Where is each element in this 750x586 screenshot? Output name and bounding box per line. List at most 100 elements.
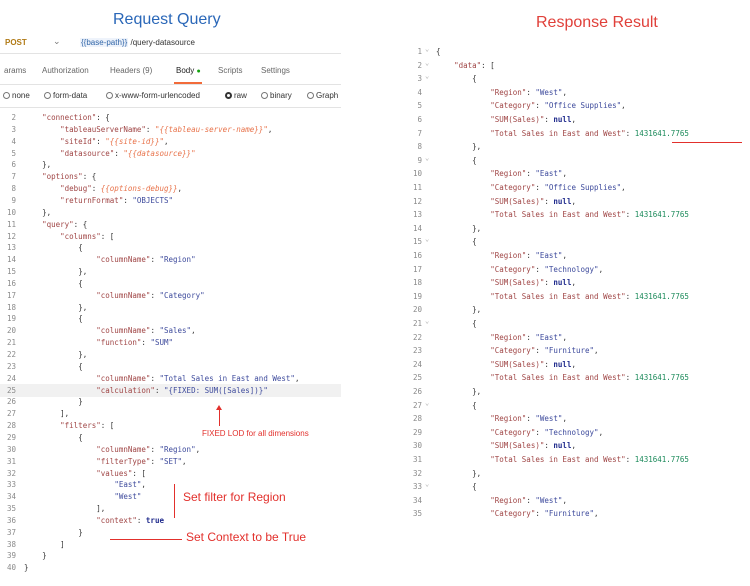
tab-settings[interactable]: Settings xyxy=(261,66,290,75)
radio-none[interactable]: none xyxy=(3,91,30,100)
tab-scripts[interactable]: Scripts xyxy=(218,66,243,75)
code-line: 17 "columnName": "Category" xyxy=(0,289,341,303)
url-input[interactable]: {{base-path}} /query-datasource xyxy=(80,38,195,47)
code-text: ] xyxy=(24,538,65,552)
fold-chevron-icon[interactable]: ⌄ xyxy=(425,58,430,67)
code-token: "SET" xyxy=(159,456,183,466)
radio-binary[interactable]: binary xyxy=(261,91,292,100)
code-token: }, xyxy=(472,468,482,478)
code-token: : xyxy=(535,264,545,274)
code-token: 1431641.7765 xyxy=(634,373,689,383)
radio-urlencoded[interactable]: x-www-form-urlencoded xyxy=(106,91,200,100)
fold-chevron-icon[interactable]: ⌄ xyxy=(425,153,430,162)
line-number: 35 xyxy=(6,504,16,514)
code-text: }, xyxy=(436,385,481,399)
line-number: 4 xyxy=(417,87,422,97)
result-underline xyxy=(672,142,742,143)
fold-chevron-icon[interactable]: ⌄ xyxy=(425,398,430,407)
code-text: }, xyxy=(24,265,87,279)
line-number: 4 xyxy=(11,136,16,146)
code-line: 4 "siteId": "{{site-id}}", xyxy=(0,135,341,149)
code-token: { xyxy=(472,237,477,247)
code-line: 40} xyxy=(0,561,341,575)
line-number: 30 xyxy=(6,444,16,454)
code-token: null xyxy=(553,278,572,288)
code-text: } xyxy=(24,526,83,540)
code-text: "Category": "Technology", xyxy=(436,426,603,440)
code-text: "columns": [ xyxy=(24,230,114,244)
divider xyxy=(0,107,341,108)
code-text: { xyxy=(436,317,477,331)
fold-chevron-icon[interactable]: ⌄ xyxy=(425,480,430,489)
code-text: "SUM(Sales)": null, xyxy=(436,439,576,453)
line-number: 18 xyxy=(412,278,422,288)
tab-authorization[interactable]: Authorization xyxy=(42,66,89,75)
code-token xyxy=(24,516,96,525)
radio-label: raw xyxy=(234,91,247,100)
code-token: "East" xyxy=(535,169,563,179)
line-number: 16 xyxy=(412,251,422,260)
code-line: 32 "values": [ xyxy=(0,467,341,481)
code-token xyxy=(436,237,472,246)
line-number: 38 xyxy=(6,539,16,549)
code-token: { xyxy=(472,155,477,165)
code-line: 20 }, xyxy=(410,303,750,317)
code-token: , xyxy=(598,427,604,437)
code-token: "Category" xyxy=(490,183,536,192)
line-number: 23 xyxy=(412,346,422,356)
request-body-editor[interactable]: 2 "connection": {3 "tableauServerName": … xyxy=(0,111,341,586)
line-number: 8 xyxy=(417,142,422,152)
radio-raw[interactable]: raw xyxy=(225,91,247,100)
tab-body[interactable]: Body ● xyxy=(176,66,201,75)
radio-graphql[interactable]: Graph xyxy=(307,91,338,100)
code-token: 1431641.7765 xyxy=(634,210,689,220)
line-number: 1 xyxy=(417,47,422,56)
fold-chevron-icon[interactable]: ⌄ xyxy=(425,317,430,325)
code-token: "West" xyxy=(535,87,563,97)
code-token: "Furniture" xyxy=(544,509,595,519)
code-token xyxy=(24,480,114,489)
code-token xyxy=(24,291,96,300)
fold-chevron-icon[interactable]: ⌄ xyxy=(425,72,430,81)
code-text: "siteId": "{{site-id}}", xyxy=(24,135,168,149)
code-line: 21 "function": "SUM" xyxy=(0,336,341,350)
code-text: "Region": "West", xyxy=(436,494,567,508)
code-line: 6 "SUM(Sales)": null, xyxy=(410,113,750,127)
code-line: 2 "connection": { xyxy=(0,111,341,125)
http-method-select[interactable]: POST xyxy=(5,38,27,47)
request-tabs: arams Authorization Headers (9) Body ● S… xyxy=(0,62,341,84)
line-number: 19 xyxy=(412,291,422,301)
radio-form-data[interactable]: form-data xyxy=(44,91,87,100)
line-number: 31 xyxy=(412,455,422,464)
code-token xyxy=(24,279,78,288)
fold-chevron-icon[interactable]: ⌄ xyxy=(425,235,430,244)
line-number: 31 xyxy=(6,456,16,466)
code-token: : xyxy=(145,124,155,134)
tab-params[interactable]: arams xyxy=(4,66,27,75)
line-number: 22 xyxy=(6,350,16,359)
line-number: 21 xyxy=(412,319,422,328)
code-token: "filterType" xyxy=(96,456,151,466)
code-token xyxy=(24,540,60,549)
code-token xyxy=(436,129,490,138)
line-number: 36 xyxy=(6,515,16,525)
line-number: 11 xyxy=(412,183,422,192)
line-number: 5 xyxy=(417,101,422,111)
fold-chevron-icon[interactable]: ⌄ xyxy=(425,45,430,53)
code-text: "debug": {{options-debug}}, xyxy=(24,182,182,196)
code-text: "Total Sales in East and West": 1431641.… xyxy=(436,371,689,385)
line-number: 2 xyxy=(11,113,16,122)
chevron-down-icon[interactable]: ⌄ xyxy=(53,36,61,46)
code-token xyxy=(436,251,490,260)
code-token: : xyxy=(123,195,133,205)
code-line: 12 "SUM(Sales)": null, xyxy=(410,195,750,209)
code-token: , xyxy=(598,264,604,274)
line-number: 13 xyxy=(6,243,16,253)
code-token: , xyxy=(594,346,599,356)
line-number: 9 xyxy=(417,155,422,165)
response-body-viewer[interactable]: 1{⌄2 "data": [⌄3 {⌄4 "Region": "West",5 … xyxy=(410,45,750,525)
code-token xyxy=(436,319,472,328)
code-text: "Region": "East", xyxy=(436,331,567,345)
tab-headers[interactable]: Headers (9) xyxy=(110,66,153,75)
radio-label: Graph xyxy=(316,91,339,100)
